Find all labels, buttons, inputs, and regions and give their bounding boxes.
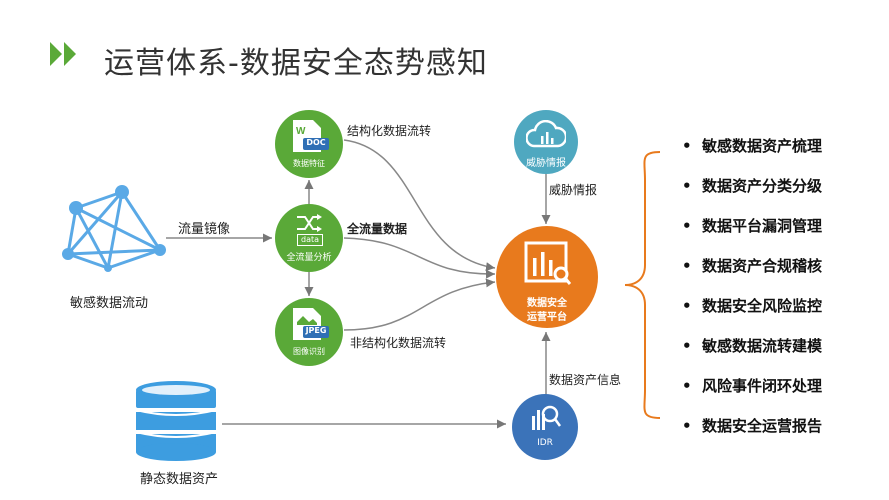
idr-caption: IDR: [537, 438, 553, 448]
central-line1: 数据安全: [527, 298, 567, 309]
capability-item: • 数据资产分类分级: [682, 177, 823, 195]
capability-item: • 数据资产合规稽核: [682, 257, 823, 275]
edge-label-threat: 威胁情报: [549, 183, 598, 197]
double-chevron-icon: [50, 42, 76, 66]
capability-item: • 数据平台漏洞管理: [682, 217, 823, 235]
doc-node: W DOC 数据特征: [275, 110, 343, 178]
capability-item: • 数据安全运营报告: [682, 417, 823, 435]
sensitive-flow-label: 敏感数据流动: [70, 296, 149, 311]
central-line2: 运营平台: [527, 312, 567, 323]
edge-label-full-data: 全流量数据: [347, 222, 408, 236]
threat-node: 威胁情报: [514, 110, 578, 174]
network-icon: [62, 185, 166, 272]
full-flow-node: data 全流量分析: [275, 204, 343, 272]
edge-label-structured: 结构化数据流转: [347, 124, 432, 138]
jpeg-badge: JPEG: [305, 326, 327, 335]
capability-list: • 敏感数据资产梳理 • 数据资产分类分级 • 数据平台漏洞管理 • 数据资产合…: [682, 136, 822, 456]
capability-item: • 敏感数据资产梳理: [682, 137, 823, 155]
jpeg-node: JPEG 图像识别: [275, 298, 343, 366]
full-flow-badge: data: [297, 234, 323, 246]
edge-label-mirror: 流量镜像: [178, 222, 231, 237]
shuffle-icon: [297, 214, 322, 232]
database-icon: [135, 381, 217, 461]
analytics-search-icon: [524, 241, 571, 285]
chart-magnifier-icon: [532, 405, 562, 430]
capability-item: • 数据安全风险监控: [682, 297, 823, 315]
doc-badge: DOC: [306, 138, 326, 147]
edge-label-unstructured: 非结构化数据流转: [350, 336, 447, 350]
svg-text:W: W: [296, 126, 306, 137]
doc-caption: 数据特征: [293, 159, 325, 168]
image-file-icon: [293, 308, 329, 340]
capability-item: • 风险事件闭环处理: [682, 377, 823, 395]
full-flow-caption: 全流量分析: [286, 253, 332, 263]
edge-label-asset-info: 数据资产信息: [549, 373, 622, 387]
jpeg-caption: 图像识别: [293, 347, 325, 356]
cloud-chart-icon: [526, 120, 566, 148]
idr-node: IDR: [512, 394, 578, 460]
central-platform-node: 数据安全 运营平台: [496, 226, 598, 328]
doc-file-icon: W: [293, 120, 329, 152]
capability-item: • 敏感数据流转建模: [682, 337, 823, 355]
static-assets-label: 静态数据资产: [140, 472, 219, 487]
threat-caption: 威胁情报: [526, 158, 566, 169]
page-title: 运营体系-数据安全态势感知: [104, 46, 488, 81]
